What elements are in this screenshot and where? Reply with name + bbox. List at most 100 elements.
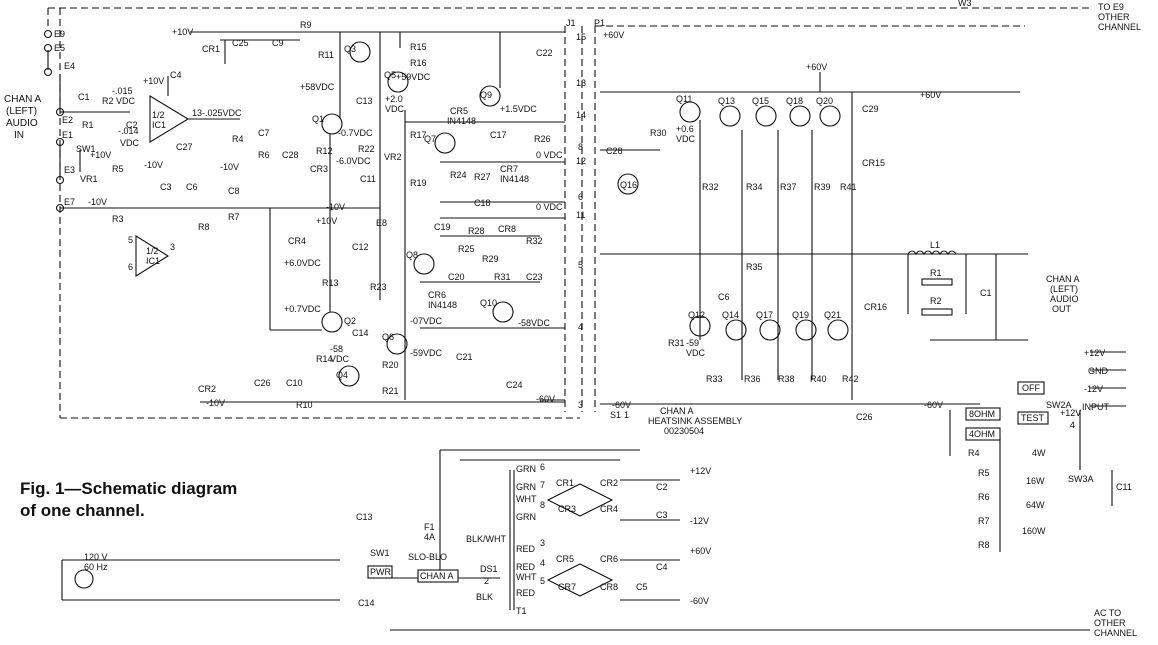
pin-4: 4 [578, 322, 583, 332]
meter-m12: -12V [1084, 384, 1103, 394]
to-e9-line3: CHANNEL [1098, 22, 1141, 32]
pin3: 3 [170, 242, 175, 252]
label-r30: R30 [650, 128, 667, 138]
label-c19: C19 [434, 222, 451, 232]
label-l1: L1 [930, 240, 940, 250]
volt-p58: +58VDC [300, 82, 335, 92]
ps-cr6: CR6 [600, 554, 618, 564]
chan-in-line4: IN [14, 130, 24, 141]
label-c9: C9 [272, 38, 284, 48]
label-r1-out: R1 [930, 268, 942, 278]
volt-m07b: -07VDC [410, 316, 443, 326]
label-c6-out: C6 [718, 292, 730, 302]
ps-n8: 8 [540, 500, 545, 510]
ic1-section: 1/2 IC1 1/2 IC1 5 6 3 +10V -10V 13-.025V… [128, 70, 299, 277]
ps-n3: 3 [540, 538, 545, 548]
label-r13: R13 [322, 278, 339, 288]
volt-m60b: -60V [612, 400, 631, 410]
label-cr5: CR5 [450, 106, 468, 116]
label-q18: Q18 [786, 96, 803, 106]
ps-p60: +60V [690, 546, 711, 556]
ps-m12: -12V [690, 516, 709, 526]
chan-in-line2: (LEFT) [6, 106, 37, 117]
label-r20: R20 [382, 360, 399, 370]
label-c26-out: C26 [856, 412, 873, 422]
label-q5: Q5 [384, 70, 396, 80]
label-r2: R2 [102, 96, 114, 106]
meter-input: INPUT [1082, 402, 1110, 412]
label-ic1b-small: IC1 [146, 256, 160, 266]
pin-15: 15 [576, 32, 586, 42]
volt-m60: -6.0VDC [336, 156, 371, 166]
label-c21: C21 [456, 352, 473, 362]
volt-m07: -0.7VDC [338, 128, 373, 138]
meter-off: OFF [1022, 383, 1040, 393]
ps-ac-out-line2: OTHER [1094, 618, 1126, 628]
volt-v025: 13-.025VDC [192, 108, 242, 118]
label-q6: Q6 [382, 332, 394, 342]
ps-grn1: GRN [516, 464, 536, 474]
ps-c14: C14 [358, 598, 375, 608]
volt-m60c: -60V [924, 400, 943, 410]
output-network: L1 R1 R2 C1 CHAN A (LEFT) AUDIO OUT [907, 240, 1080, 341]
label-r37: R37 [780, 182, 797, 192]
pin-8: 8 [578, 142, 583, 152]
ps-ac-out-line3: CHANNEL [1094, 628, 1137, 638]
label-q3: Q3 [344, 44, 356, 54]
label-j1: J1 [566, 18, 576, 28]
label-c29: C29 [862, 104, 879, 114]
label-q4: Q4 [336, 370, 348, 380]
label-r36: R36 [744, 374, 761, 384]
label-c13-driver: C13 [356, 96, 373, 106]
volt-p07: +0.7VDC [284, 304, 321, 314]
label-r17: R17 [410, 130, 427, 140]
ohm4-box: 4OHM [965, 427, 1001, 441]
ps-red2: RED [516, 562, 536, 572]
label-c20: C20 [448, 272, 465, 282]
label-vr2: VR2 [384, 152, 402, 162]
label-q2: Q2 [344, 316, 356, 326]
label-q11: Q11 [676, 94, 692, 104]
chan-out-line2: (LEFT) [1050, 284, 1078, 294]
label-q12: Q12 [688, 310, 705, 320]
label-r23: R23 [370, 282, 387, 292]
connector-j1-p1: J1 P1 15 13 14 8 12 6 11 5 4 3 [566, 18, 605, 410]
label-c17: C17 [490, 130, 507, 140]
label-q15: Q15 [752, 96, 769, 106]
pwr-box: PWR [367, 565, 393, 579]
power-supply: S1 1 C13 C14 120 V 60 Hz SW1 PWR F1 4A S… [61, 410, 1137, 638]
label-r28: R28 [468, 226, 485, 236]
meter-c11: C11 [1116, 482, 1132, 492]
label-r35: R35 [746, 262, 763, 272]
ps-chan-a: CHAN A [420, 571, 454, 581]
meter-r8: R8 [978, 540, 990, 550]
ps-ac-line1: 120 V [84, 552, 108, 562]
caption-line1: Fig. 1—Schematic diagram [20, 479, 237, 498]
label-r21: R21 [382, 386, 399, 396]
heatsink-line1: CHAN A [660, 406, 694, 416]
ps-f1-rating: 4A [424, 532, 435, 542]
ps-red1: RED [516, 544, 536, 554]
label-c25: C25 [232, 38, 249, 48]
ps-c5: C5 [636, 582, 648, 592]
volt-p10-top: +10V [172, 27, 193, 37]
ps-t1: T1 [516, 606, 527, 616]
meter-p12b: +12V [1060, 408, 1081, 418]
label-e3: E3 [64, 165, 75, 175]
label-q7: Q7 [424, 134, 436, 144]
label-in4148-a: IN4148 [447, 116, 476, 126]
label-w3: W3 [958, 0, 972, 8]
label-q17: Q17 [756, 310, 773, 320]
volt-v014: -.014 [118, 126, 139, 136]
ohm8-box: 8OHM [965, 407, 1001, 421]
label-r25: R25 [458, 244, 475, 254]
label-r40: R40 [810, 374, 827, 384]
heatsink-line2: HEATSINK ASSEMBLY [648, 416, 742, 426]
meter-8ohm: 8OHM [969, 409, 995, 419]
caption-line2: of one channel. [20, 501, 145, 520]
ps-f1: F1 [424, 522, 435, 532]
label-r42: R42 [842, 374, 859, 384]
chan-a-box: CHAN A [417, 569, 459, 583]
pin-11: 11 [576, 210, 585, 220]
volt-vdc-a: VDC [116, 96, 136, 106]
